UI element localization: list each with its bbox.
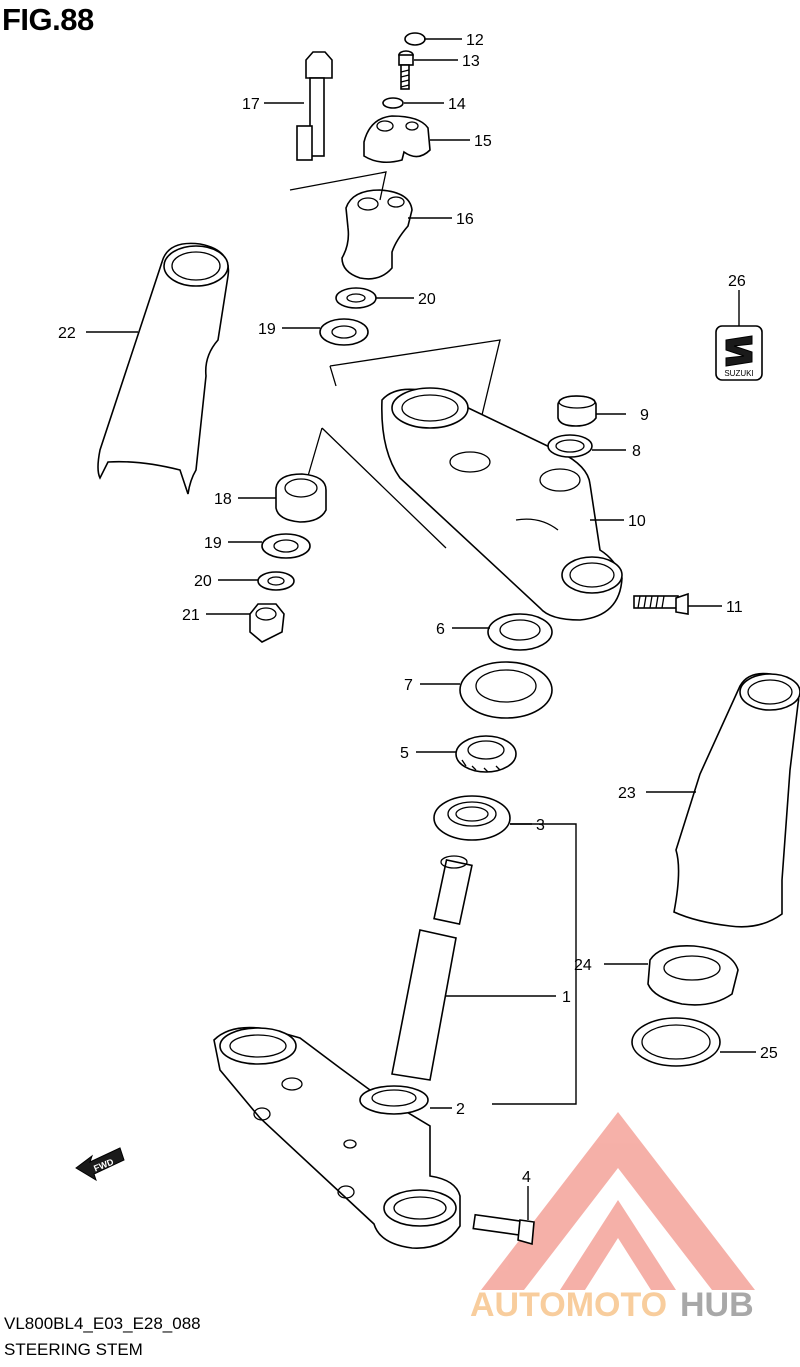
part-9-cap — [557, 395, 597, 427]
part-1-steering-stem — [359, 855, 473, 1115]
part-6-lock-nut — [487, 613, 553, 651]
part-25-washer — [631, 1017, 721, 1067]
callout-12: 12 — [466, 32, 484, 49]
callout-13: 13 — [462, 53, 480, 70]
callout-6: 6 — [436, 621, 445, 638]
leader-lines — [86, 38, 756, 1220]
diagram-code: VL800BL4_E03_E28_088 — [4, 1314, 201, 1333]
callout-24: 24 — [574, 957, 592, 974]
part-16-handlebar-holder-lower — [341, 189, 413, 280]
callout-9: 9 — [640, 407, 649, 424]
figure-title: FIG.88 — [2, 2, 94, 37]
part-2-lower-bracket — [213, 1026, 461, 1249]
part-3-bearing-lower — [433, 795, 511, 841]
callout-3: 3 — [536, 817, 545, 834]
callout-4: 4 — [522, 1169, 531, 1186]
callout-20-upper: 20 — [418, 291, 436, 308]
callout-7: 7 — [404, 677, 413, 694]
callout-16: 16 — [456, 211, 474, 228]
callout-10: 10 — [628, 513, 646, 530]
callout-17: 17 — [242, 96, 260, 113]
part-5-bearing-upper — [455, 735, 517, 773]
part-19-washer-upper — [319, 318, 369, 346]
callout-19-lower: 19 — [204, 535, 222, 552]
callout-1: 1 — [562, 989, 571, 1006]
fwd-arrow: FWD — [75, 1147, 125, 1182]
callout-18: 18 — [214, 491, 232, 508]
callout-26: 26 — [728, 273, 746, 290]
part-21-nut — [249, 603, 285, 643]
callout-19-upper: 19 — [258, 321, 276, 338]
part-13-bolt — [398, 50, 414, 90]
callout-labels: 12 13 14 15 16 17 20 19 22 26 9 8 10 18 … — [58, 32, 778, 1186]
part-24-steering-nut — [647, 944, 739, 1006]
part-11-bolt — [633, 592, 689, 615]
callout-21: 21 — [182, 607, 200, 624]
part-20-washer-lower — [257, 571, 295, 591]
part-18-spacer — [275, 473, 327, 523]
part-7-dust-seal — [459, 661, 553, 719]
part-15-handlebar-holder-upper — [363, 115, 431, 164]
emblem-label: SUZUKI — [724, 369, 753, 378]
part-14-washer — [382, 97, 404, 109]
part-19-washer-lower — [261, 533, 311, 559]
diagram-name: STEERING STEM — [4, 1340, 143, 1359]
callout-11: 11 — [726, 599, 743, 616]
watermark-logo: AUTOMOTO HUB — [470, 1112, 755, 1324]
part-17-bolt — [296, 51, 333, 161]
callout-20-lower: 20 — [194, 573, 212, 590]
callout-14: 14 — [448, 96, 466, 113]
callout-8: 8 — [632, 443, 641, 460]
watermark-text-1: AUTOMOTO — [470, 1286, 667, 1324]
part-22-fork-cover-left — [97, 242, 230, 495]
callout-22: 22 — [58, 325, 76, 342]
callout-23: 23 — [618, 785, 636, 802]
callout-5: 5 — [400, 745, 409, 762]
callout-2: 2 — [456, 1101, 465, 1118]
callout-25: 25 — [760, 1045, 778, 1062]
part-4-bolt — [472, 1213, 535, 1246]
part-12-cap — [404, 32, 426, 46]
watermark-text-2: HUB — [680, 1286, 754, 1324]
callout-15: 15 — [474, 133, 492, 150]
part-20-washer-upper — [335, 287, 377, 309]
part-26-emblem: SUZUKI — [715, 325, 763, 381]
part-23-fork-cover-right — [673, 672, 800, 928]
part-10-upper-bracket — [381, 387, 623, 621]
part-8-washer — [547, 434, 593, 458]
